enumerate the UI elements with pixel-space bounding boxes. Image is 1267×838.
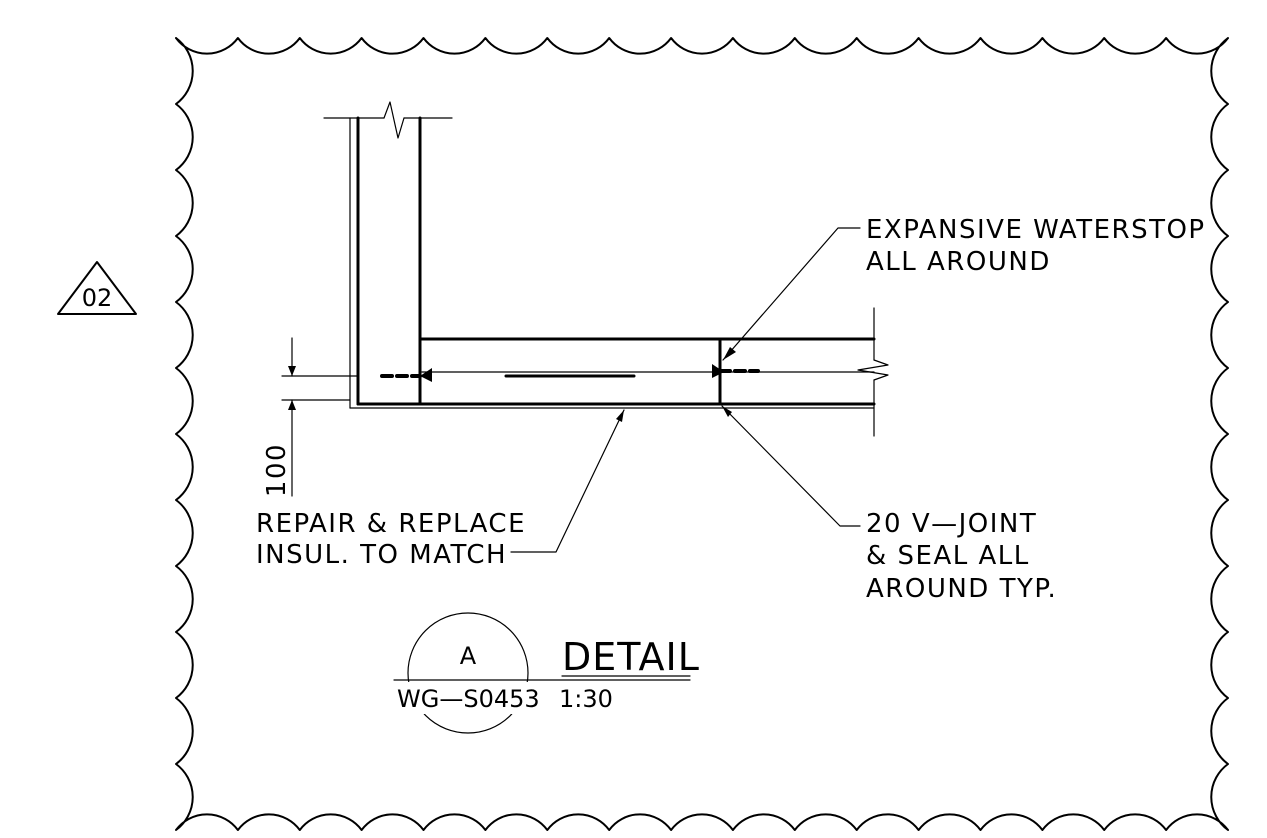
detail-scale: 1:30 bbox=[559, 685, 613, 713]
note-insulation-line-2: INSUL. TO MATCH bbox=[256, 540, 507, 570]
revision-number: 02 bbox=[82, 284, 113, 312]
detail-bubble bbox=[407, 612, 529, 734]
revision-tag: 02 bbox=[57, 261, 137, 315]
note-joint-line-2: & SEAL ALL bbox=[866, 541, 1030, 571]
slab-section bbox=[349, 307, 889, 437]
detail-title: DETAIL bbox=[562, 635, 700, 679]
note-waterstop-line-1: EXPANSIVE WATERSTOP bbox=[866, 215, 1206, 245]
revision-cloud bbox=[175, 37, 1229, 831]
note-joint: 20 V—JOINT & SEAL ALL AROUND TYP. bbox=[866, 509, 1057, 604]
detail-sheet-ref: WG—S0453 bbox=[397, 685, 540, 713]
note-waterstop-line-2: ALL AROUND bbox=[866, 247, 1051, 277]
note-joint-line-1: 20 V—JOINT bbox=[866, 509, 1037, 539]
detail-letter: A bbox=[460, 642, 477, 670]
leader-lines bbox=[510, 227, 861, 553]
dimension-value: 100 bbox=[262, 443, 292, 497]
revision-triangle bbox=[57, 261, 137, 315]
note-waterstop: EXPANSIVE WATERSTOP ALL AROUND bbox=[866, 215, 1206, 277]
note-insulation: REPAIR & REPLACE INSUL. TO MATCH bbox=[256, 509, 526, 570]
note-insulation-line-1: REPAIR & REPLACE bbox=[256, 509, 526, 539]
note-joint-line-3: AROUND TYP. bbox=[866, 574, 1057, 604]
detail-callout: A WG—S0453 DETAIL 1:30 bbox=[390, 612, 700, 734]
waterstop bbox=[380, 364, 760, 382]
dimension-100: 100 bbox=[262, 337, 359, 497]
wall-section bbox=[323, 101, 453, 409]
